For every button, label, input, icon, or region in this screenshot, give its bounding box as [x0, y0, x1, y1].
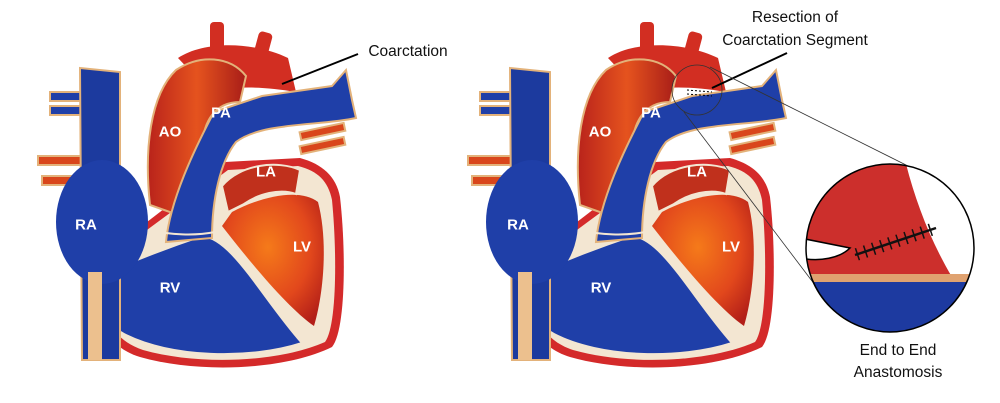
magnified-anastomosis [806, 164, 974, 332]
label-right-ventricle: RV [159, 279, 181, 297]
resection-annotation-line2: Coarctation Segment [722, 32, 868, 49]
coarctation-pointer [281, 53, 359, 85]
heart-after-repair [467, 21, 787, 369]
label-pulmonary-artery: PA [641, 104, 661, 122]
label-left-atrium: LA [687, 163, 707, 181]
label-right-atrium: RA [75, 216, 97, 234]
suture-stitch [870, 242, 877, 256]
suture-stitch [854, 247, 861, 261]
coarctation-annotation: Coarctation [368, 43, 448, 60]
label-aorta: AO [158, 123, 182, 141]
suture-stitch [927, 223, 934, 237]
label-pulmonary-artery: PA [211, 104, 231, 122]
resection-pointer [711, 52, 788, 89]
suture-stitch [879, 239, 885, 253]
label-right-ventricle: RV [590, 279, 612, 297]
suture-stitch [903, 231, 909, 245]
label-left-ventricle: LV [292, 238, 312, 256]
anastomosis-caption-line1: End to End [859, 342, 937, 359]
label-left-ventricle: LV [721, 238, 741, 256]
anastomosis-caption-line2: Anastomosis [853, 364, 943, 381]
suture-stitch [919, 226, 925, 239]
resection-annotation-line1: Resection of [751, 9, 839, 26]
label-right-atrium: RA [507, 216, 529, 234]
label-aorta: AO [588, 123, 612, 141]
resection-highlight-circle [671, 64, 723, 116]
suture-stitch [895, 234, 901, 247]
suture-stitch [862, 245, 869, 258]
suture-stitch [887, 237, 893, 250]
suture-stitch [911, 229, 917, 242]
label-left-atrium: LA [256, 163, 276, 181]
